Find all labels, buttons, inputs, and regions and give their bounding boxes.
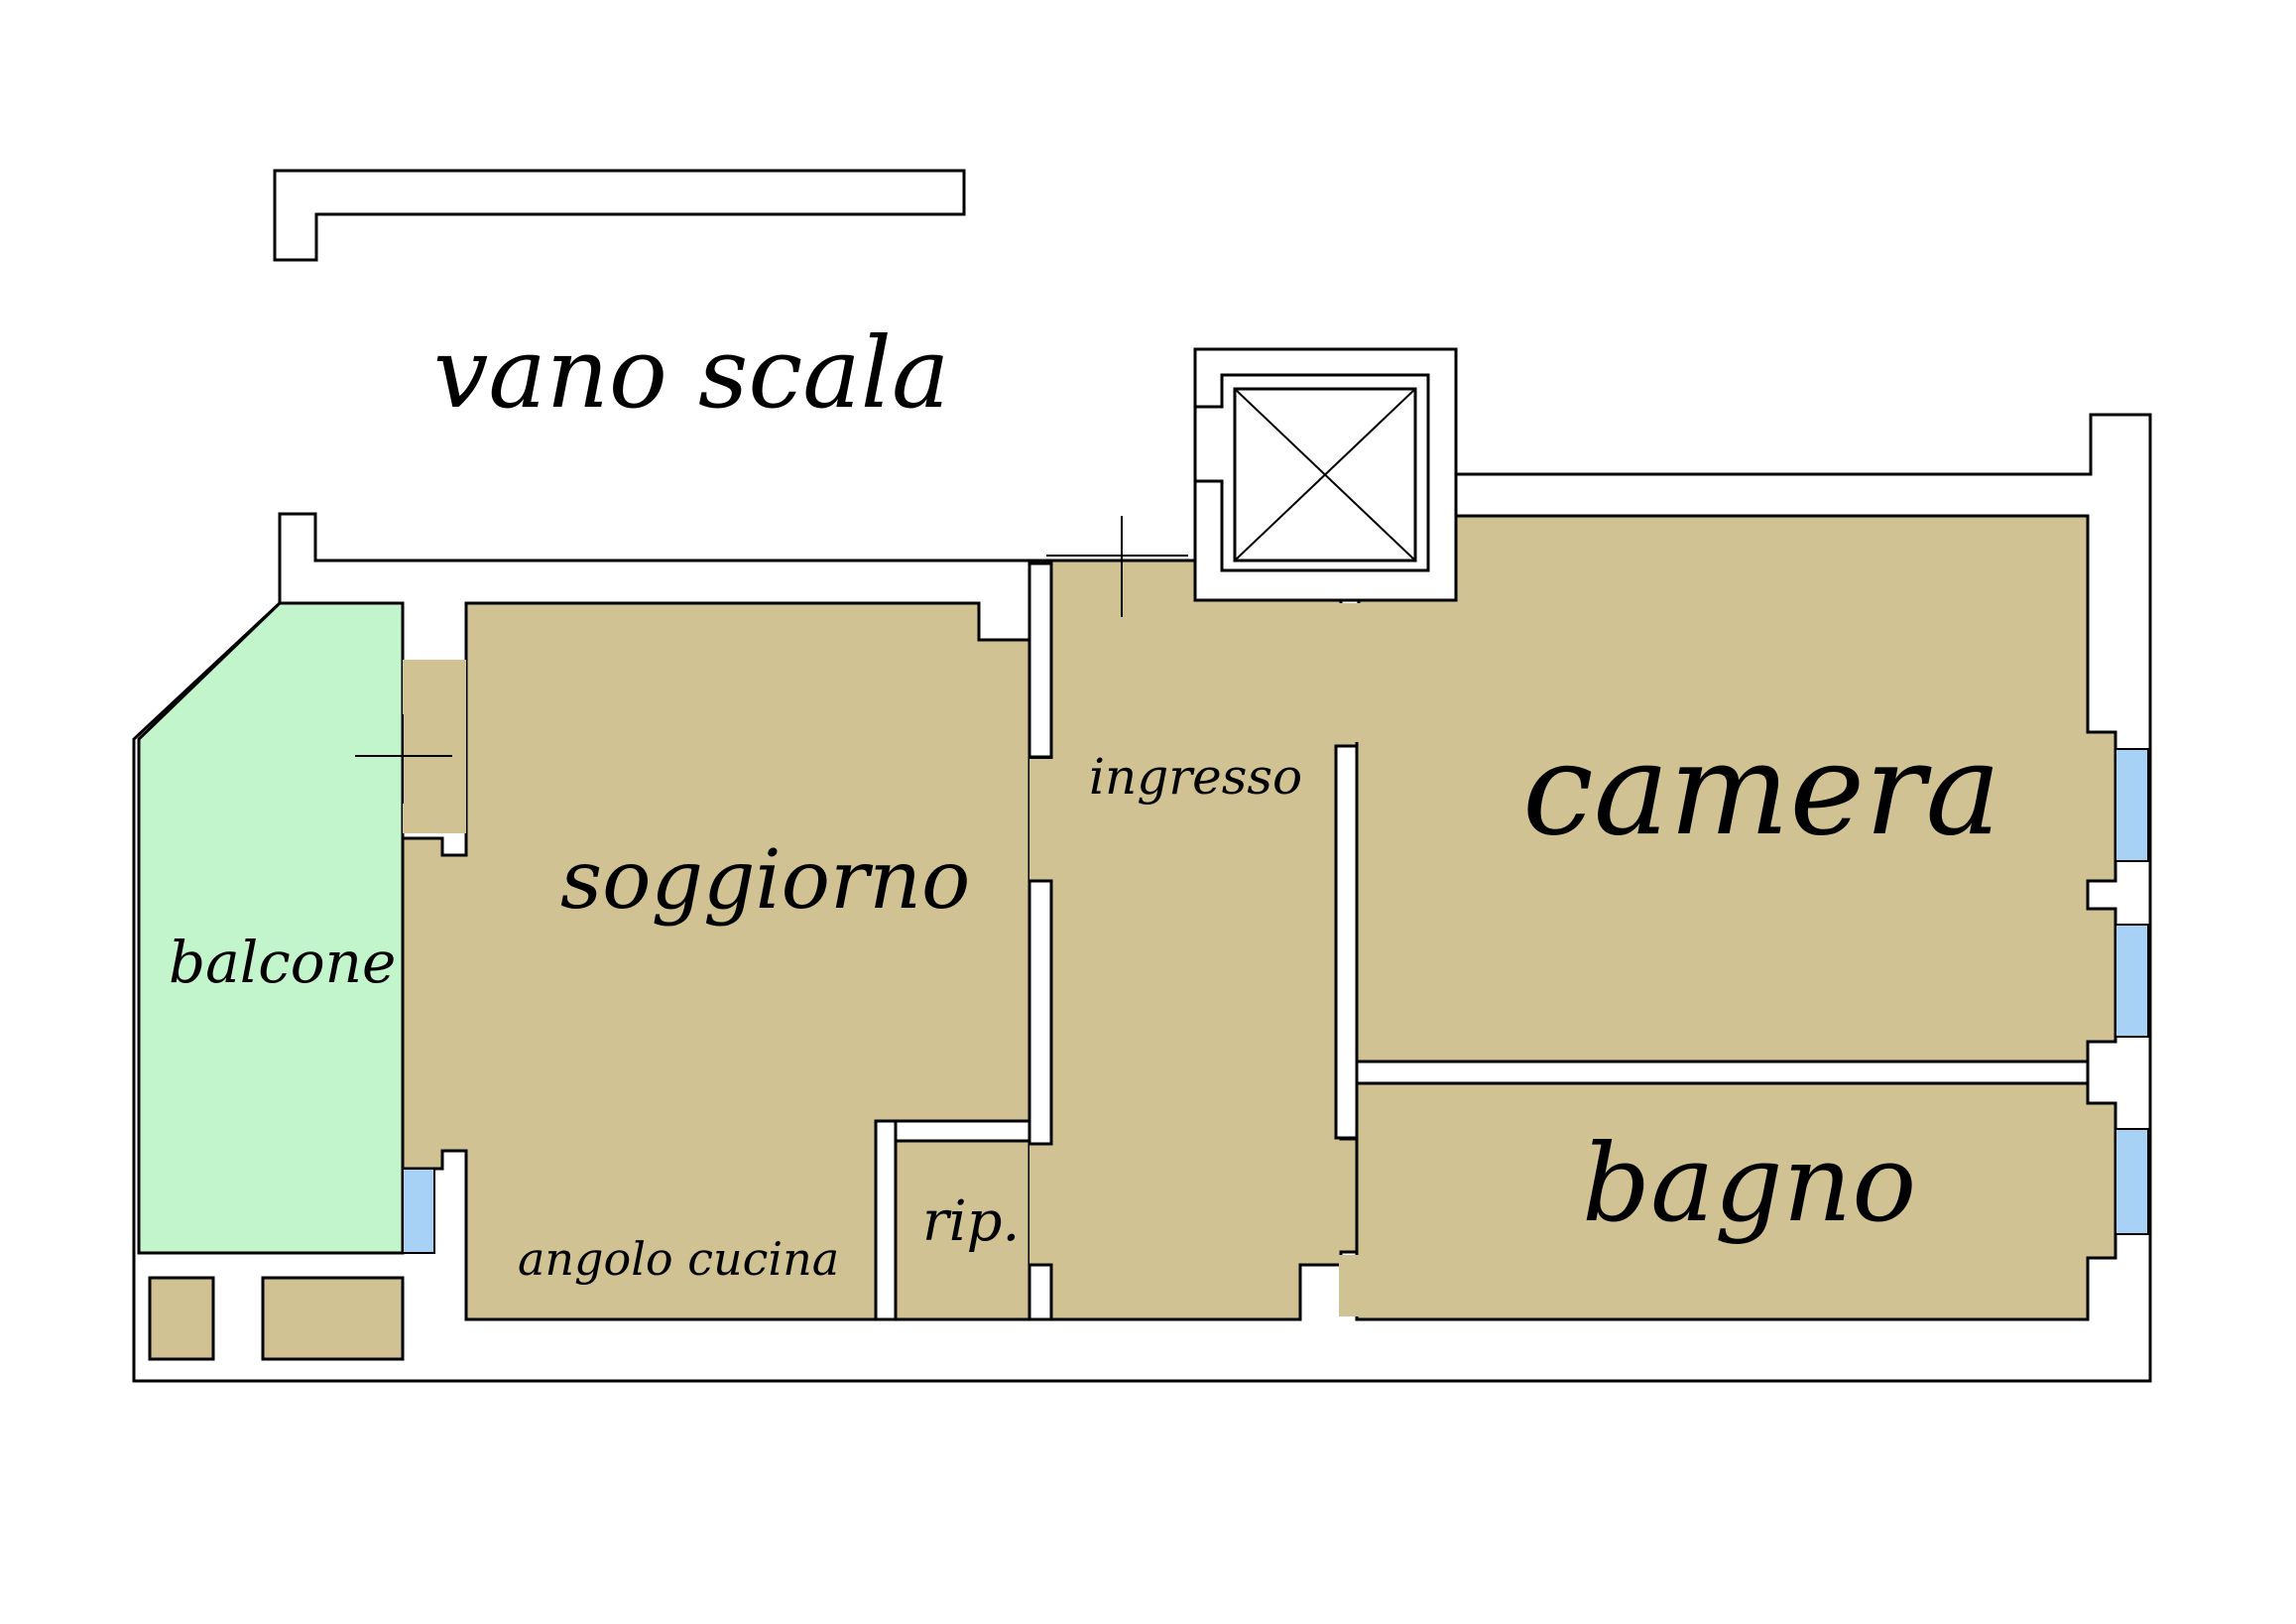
door-entrance-bathroom [1339, 1255, 1361, 1316]
door-entrance-storage [1029, 1141, 1054, 1265]
balcony-area [137, 601, 405, 1255]
wall-entrance-bedroom [1334, 744, 1359, 1140]
stair-wall [273, 169, 966, 262]
door-entrance-living [1029, 759, 1054, 883]
label-entrance: ingresso [1089, 748, 1302, 806]
elevator-cross-b [1234, 388, 1416, 562]
window-bedroom-upper [2115, 748, 2149, 862]
wall-bedroom-bathroom [1355, 1060, 2090, 1085]
label-living: soggiorno [560, 833, 970, 928]
label-bedroom: camera [1522, 716, 2001, 864]
door-balcony-living [403, 660, 466, 833]
window-bathroom [2115, 1128, 2149, 1235]
label-kitchen: angolo cucina [518, 1232, 839, 1286]
wall-living-entrance-upper [1027, 562, 1053, 759]
wall-living-entrance-lower [1027, 879, 1053, 1146]
wall-kitchen-storage [874, 1119, 898, 1321]
label-storage: rip. [922, 1189, 1020, 1254]
room-living [401, 601, 1031, 1321]
planter-left [148, 1276, 215, 1361]
planter-right [261, 1276, 405, 1361]
room-entrance [1030, 559, 1361, 1321]
label-bathroom: bagno [1582, 1122, 1916, 1246]
label-balcony: balcone [169, 929, 396, 996]
wall-storage-bottom [1027, 1263, 1053, 1321]
door-entrance-bedroom [1339, 603, 1361, 742]
window-living [402, 1168, 435, 1254]
window-bedroom-lower [2115, 924, 2149, 1038]
label-stair: vano scala [433, 317, 949, 431]
elevator-shaft-wall [1193, 347, 1458, 602]
